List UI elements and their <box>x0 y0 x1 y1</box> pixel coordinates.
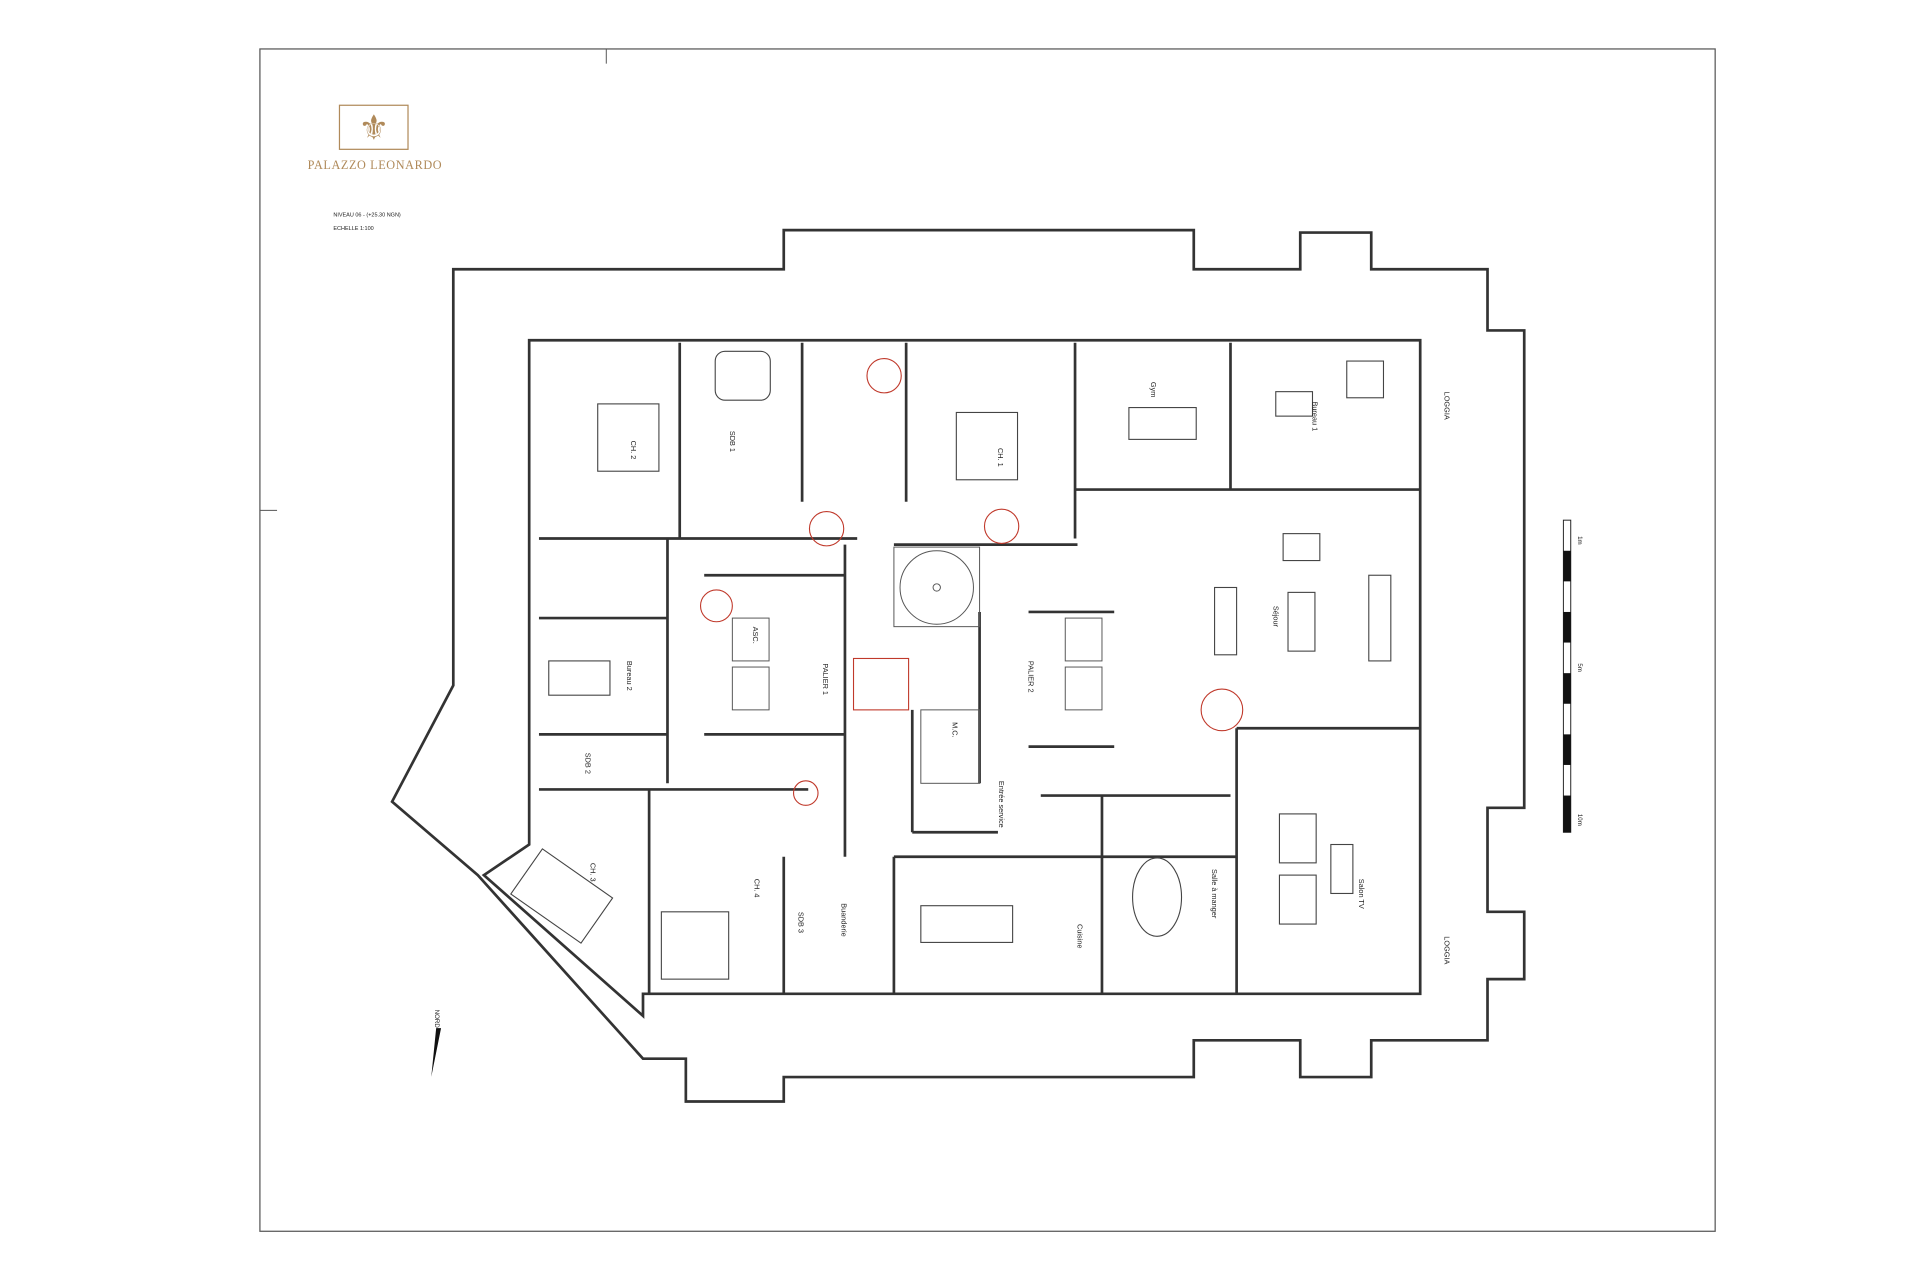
room-label-sdb3: SDB 3 <box>796 912 805 933</box>
room-label-ch4: CH. 4 <box>752 879 761 898</box>
scale-text: ECHELLE 1:100 <box>333 226 373 232</box>
scale-label-5m: 5m <box>1576 663 1583 672</box>
room-label-asc: ASC. <box>751 627 760 644</box>
room-label-gym: Gym <box>1149 382 1158 397</box>
logo-text: PALAZZO LEONARDO <box>308 158 443 172</box>
fleur-de-lis-icon: ⚜ <box>358 110 389 148</box>
room-label-ch1: CH. 1 <box>996 448 1005 467</box>
room-label-palier1: PALIER 1 <box>821 663 830 695</box>
room-label-bureau1: Bureau 1 <box>1310 401 1319 431</box>
palazzo-leonardo-logo: ⚜ PALAZZO LEONARDO <box>308 104 443 172</box>
room-label-loggia-top: LOGGIA <box>1443 392 1452 420</box>
room-label-sdb1: SDB 1 <box>728 431 737 452</box>
room-label-ch2: CH. 2 <box>629 441 638 460</box>
north-arrow-icon: NORD <box>431 1010 442 1078</box>
svg-text:NORD: NORD <box>433 1010 440 1029</box>
room-labels: CH. 2 SDB 1 CH. 1 Gym Bureau 1 Bureau 2 … <box>583 382 1451 965</box>
room-label-loggia-bottom: LOGGIA <box>1443 936 1452 964</box>
terrace-outline <box>390 228 1526 1103</box>
room-label-sejour: Séjour <box>1271 606 1280 628</box>
revision-clouds <box>699 358 1244 806</box>
sheet-border <box>259 48 1716 1232</box>
room-label-entree-service: Entrée service <box>997 781 1006 828</box>
interior-walls <box>538 342 1421 994</box>
room-label-salle-a-manger: Salle à manger <box>1210 869 1219 919</box>
level-title: NIVEAU 06 - (+25.30 NGN) <box>333 213 401 219</box>
elevators <box>731 617 1103 784</box>
room-label-salon-tv: Salon TV <box>1357 879 1366 909</box>
apartment-outline <box>481 338 1422 1019</box>
furniture <box>510 350 1392 980</box>
scale-label-1m: 1m <box>1576 536 1583 545</box>
room-label-palier2: PALIER 2 <box>1027 661 1036 693</box>
room-label-sdb2: SDB 2 <box>583 753 592 774</box>
room-label-mc: M.C. <box>951 722 960 737</box>
scale-bar: 1m 5m 10m <box>1562 519 1583 833</box>
room-label-bureau2: Bureau 2 <box>625 661 634 691</box>
spiral-staircase <box>893 546 981 628</box>
scale-label-10m: 10m <box>1576 814 1583 826</box>
room-label-cuisine: Cuisine <box>1075 924 1084 948</box>
room-label-buanderie: Buanderie <box>839 903 848 936</box>
room-label-ch3: CH. 3 <box>588 863 597 882</box>
